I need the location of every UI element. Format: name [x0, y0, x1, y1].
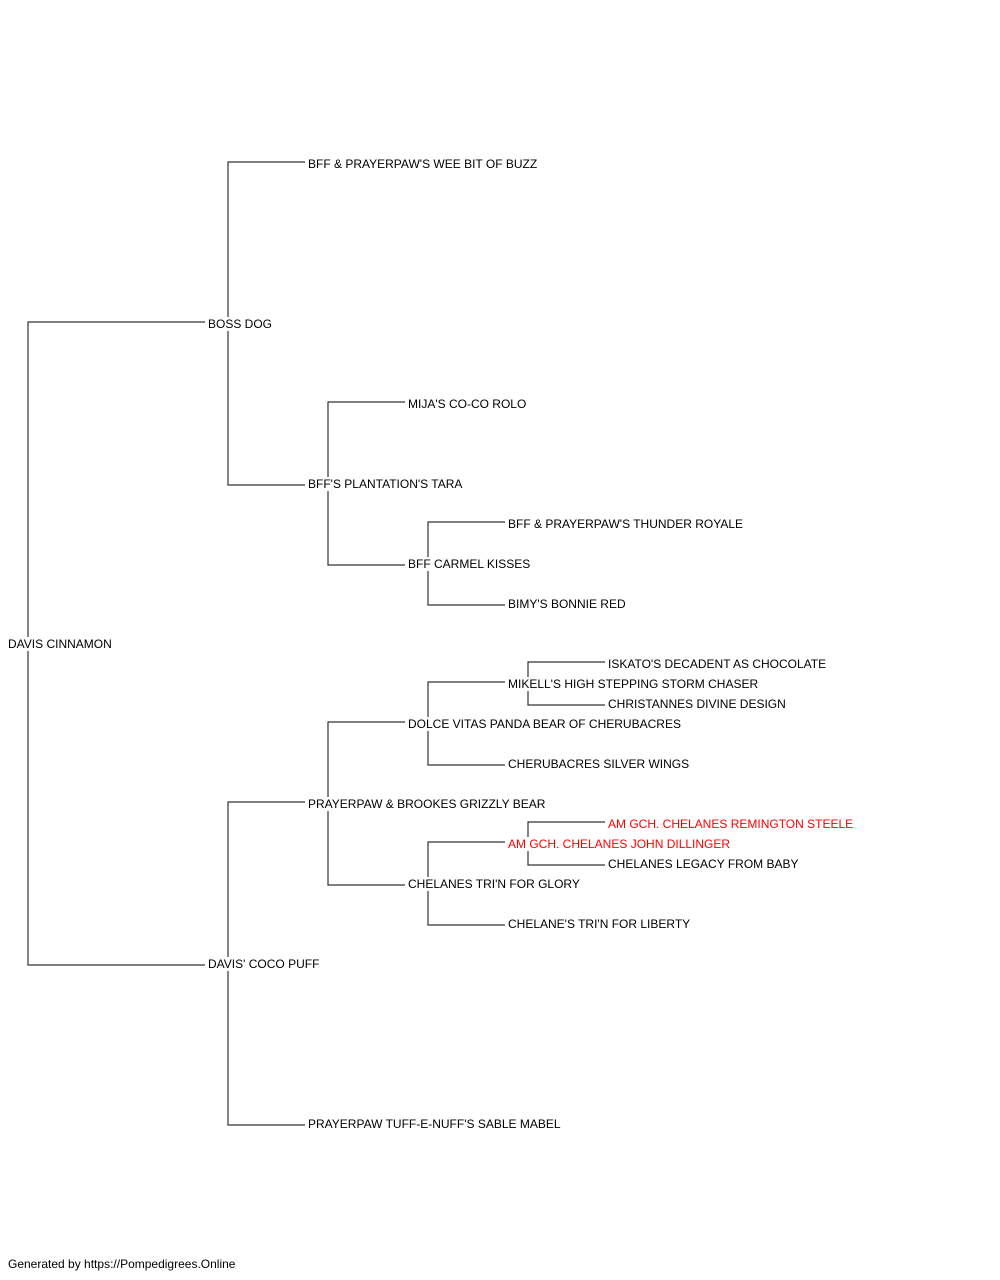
subject-name: DAVIS CINNAMON — [7, 637, 113, 651]
sire-sire-name: BFF & PRAYERPAW'S WEE BIT OF BUZZ — [307, 157, 539, 171]
sire-dam-dam-dam-name: BIMY'S BONNIE RED — [507, 597, 627, 611]
dam-dam-name: PRAYERPAW TUFF-E-NUFF'S SABLE MABEL — [307, 1117, 562, 1131]
dam-sire-sire-sire-dam-name: CHRISTANNES DIVINE DESIGN — [607, 697, 787, 711]
dam-sire-sire-sire-sire-name: ISKATO'S DECADENT AS CHOCOLATE — [607, 657, 828, 671]
sire-dam-dam-name: BFF CARMEL KISSES — [407, 557, 532, 571]
generator-credit: Generated by https://Pompedigrees.Online — [8, 1257, 236, 1271]
dam-sire-dam-name: CHELANES TRI'N FOR GLORY — [407, 877, 581, 891]
dam-sire-dam-sire-name: AM GCH. CHELANES JOHN DILLINGER — [507, 837, 732, 851]
sire-dam-sire-name: MIJA'S CO-CO ROLO — [407, 397, 528, 411]
dam-sire-dam-dam-name: CHELANE'S TRI'N FOR LIBERTY — [507, 917, 692, 931]
dam-sire-dam-sire-sire-name: AM GCH. CHELANES REMINGTON STEELE — [607, 817, 855, 831]
dam-sire-name: PRAYERPAW & BROOKES GRIZZLY BEAR — [307, 797, 547, 811]
sire-dam-name: BFF'S PLANTATION'S TARA — [307, 477, 464, 491]
dam-name: DAVIS' COCO PUFF — [207, 957, 321, 971]
sire-dam-dam-sire-name: BFF & PRAYERPAW'S THUNDER ROYALE — [507, 517, 744, 531]
dam-sire-sire-dam-name: CHERUBACRES SILVER WINGS — [507, 757, 691, 771]
sire-name: BOSS DOG — [207, 317, 274, 331]
dam-sire-sire-name: DOLCE VITAS PANDA BEAR OF CHERUBACRES — [407, 717, 682, 731]
dam-sire-dam-sire-dam-name: CHELANES LEGACY FROM BABY — [607, 857, 800, 871]
dam-sire-sire-sire-name: MIKELL'S HIGH STEPPING STORM CHASER — [507, 677, 760, 691]
